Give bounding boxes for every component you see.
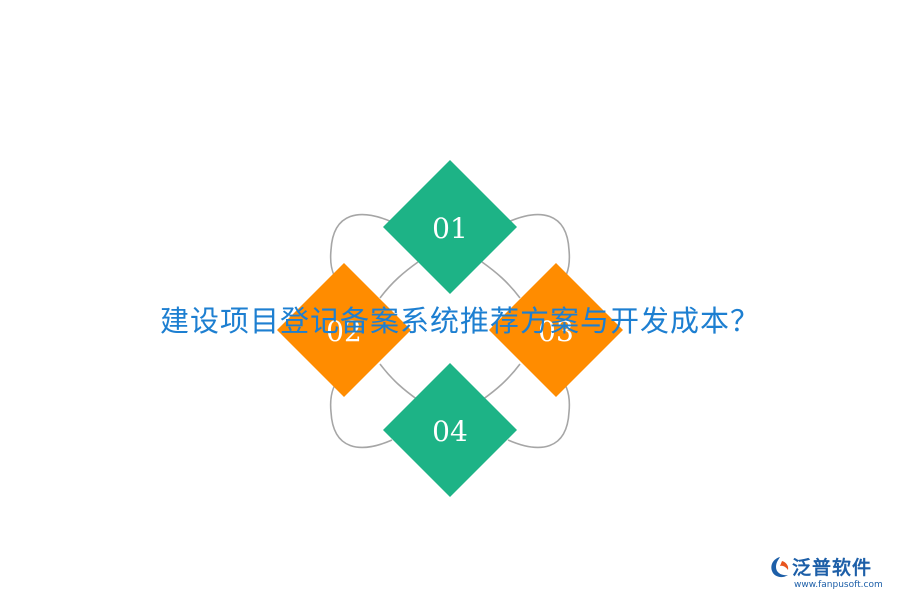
connector-inner-bottom-left [379, 363, 419, 401]
diamond-label-03: 03 [538, 315, 574, 348]
connector-inner-top-right [481, 261, 521, 299]
logo-website-url: www.fanpusoft.com [794, 580, 883, 590]
connector-inner-bottom-right [481, 363, 521, 401]
fanpu-logo-icon [771, 557, 789, 578]
diamond-shape-02 [277, 263, 411, 397]
diamond-shape-04 [383, 363, 517, 497]
diamond-label-02: 02 [326, 315, 362, 348]
diamond-label-01: 01 [432, 212, 468, 245]
connector-inner-top-left [379, 261, 419, 299]
diamond-shape-01 [383, 160, 517, 294]
diamond-shape-03 [489, 263, 623, 397]
diamond-item-01: 01 [383, 160, 517, 294]
diamond-item-04: 04 [383, 363, 517, 497]
diamond-item-03: 03 [489, 263, 623, 397]
diamond-label-04: 04 [432, 415, 468, 448]
brand-logo: 泛普软件 www.fanpusoft.com [768, 553, 893, 593]
diamond-item-02: 02 [277, 263, 411, 397]
logo-brand-name: 泛普软件 [792, 557, 873, 579]
